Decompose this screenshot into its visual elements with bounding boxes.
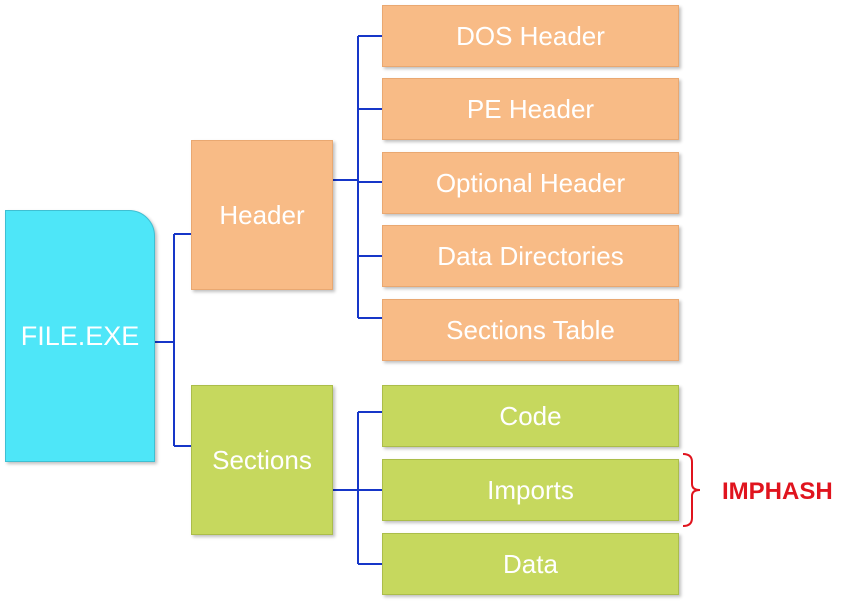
data-directories-box: Data Directories	[382, 225, 679, 287]
data-label: Data	[503, 548, 558, 579]
header-label: Header	[219, 199, 305, 230]
header-box: Header	[191, 140, 333, 290]
pe-header-label: PE Header	[466, 93, 595, 124]
connector-root	[155, 233, 191, 447]
sections-label: Sections	[212, 444, 312, 475]
connector-header	[333, 35, 382, 319]
code-label: Code	[499, 400, 562, 431]
optional-header-label: Optional Header	[435, 167, 626, 198]
file-exe-label: FILE.EXE	[20, 320, 140, 351]
sections-box: Sections	[191, 385, 333, 535]
optional-header-box: Optional Header	[382, 152, 679, 214]
imphash-label: IMPHASH	[722, 478, 833, 505]
data-directories-label: Data Directories	[437, 240, 624, 271]
data-box: Data	[382, 533, 679, 595]
dos-header-box: DOS Header	[382, 5, 679, 67]
imports-box: Imports	[382, 459, 679, 521]
imports-label: Imports	[487, 474, 574, 505]
dos-header-label: DOS Header	[456, 20, 605, 51]
connector-sections	[333, 411, 382, 565]
sections-table-box: Sections Table	[382, 299, 679, 361]
code-box: Code	[382, 385, 679, 447]
pe-header-box: PE Header	[382, 78, 679, 140]
file-exe-box: FILE.EXE	[5, 210, 155, 462]
sections-table-label: Sections Table	[446, 314, 615, 345]
right-brace-icon	[682, 453, 701, 527]
